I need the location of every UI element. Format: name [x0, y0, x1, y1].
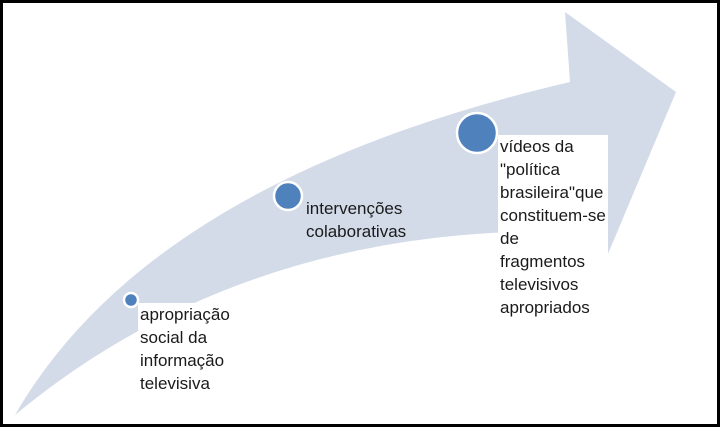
- step-2-marker: [272, 180, 304, 212]
- step-3-marker: [455, 111, 499, 155]
- step-1-marker: [122, 291, 140, 309]
- curved-arrow: [15, 12, 676, 415]
- step-2-label: intervenções colaborativas: [306, 199, 407, 241]
- step-3-label: vídeos da "política brasileira"que const…: [498, 135, 608, 319]
- step-1-label: apropriação social da informação televis…: [138, 303, 232, 395]
